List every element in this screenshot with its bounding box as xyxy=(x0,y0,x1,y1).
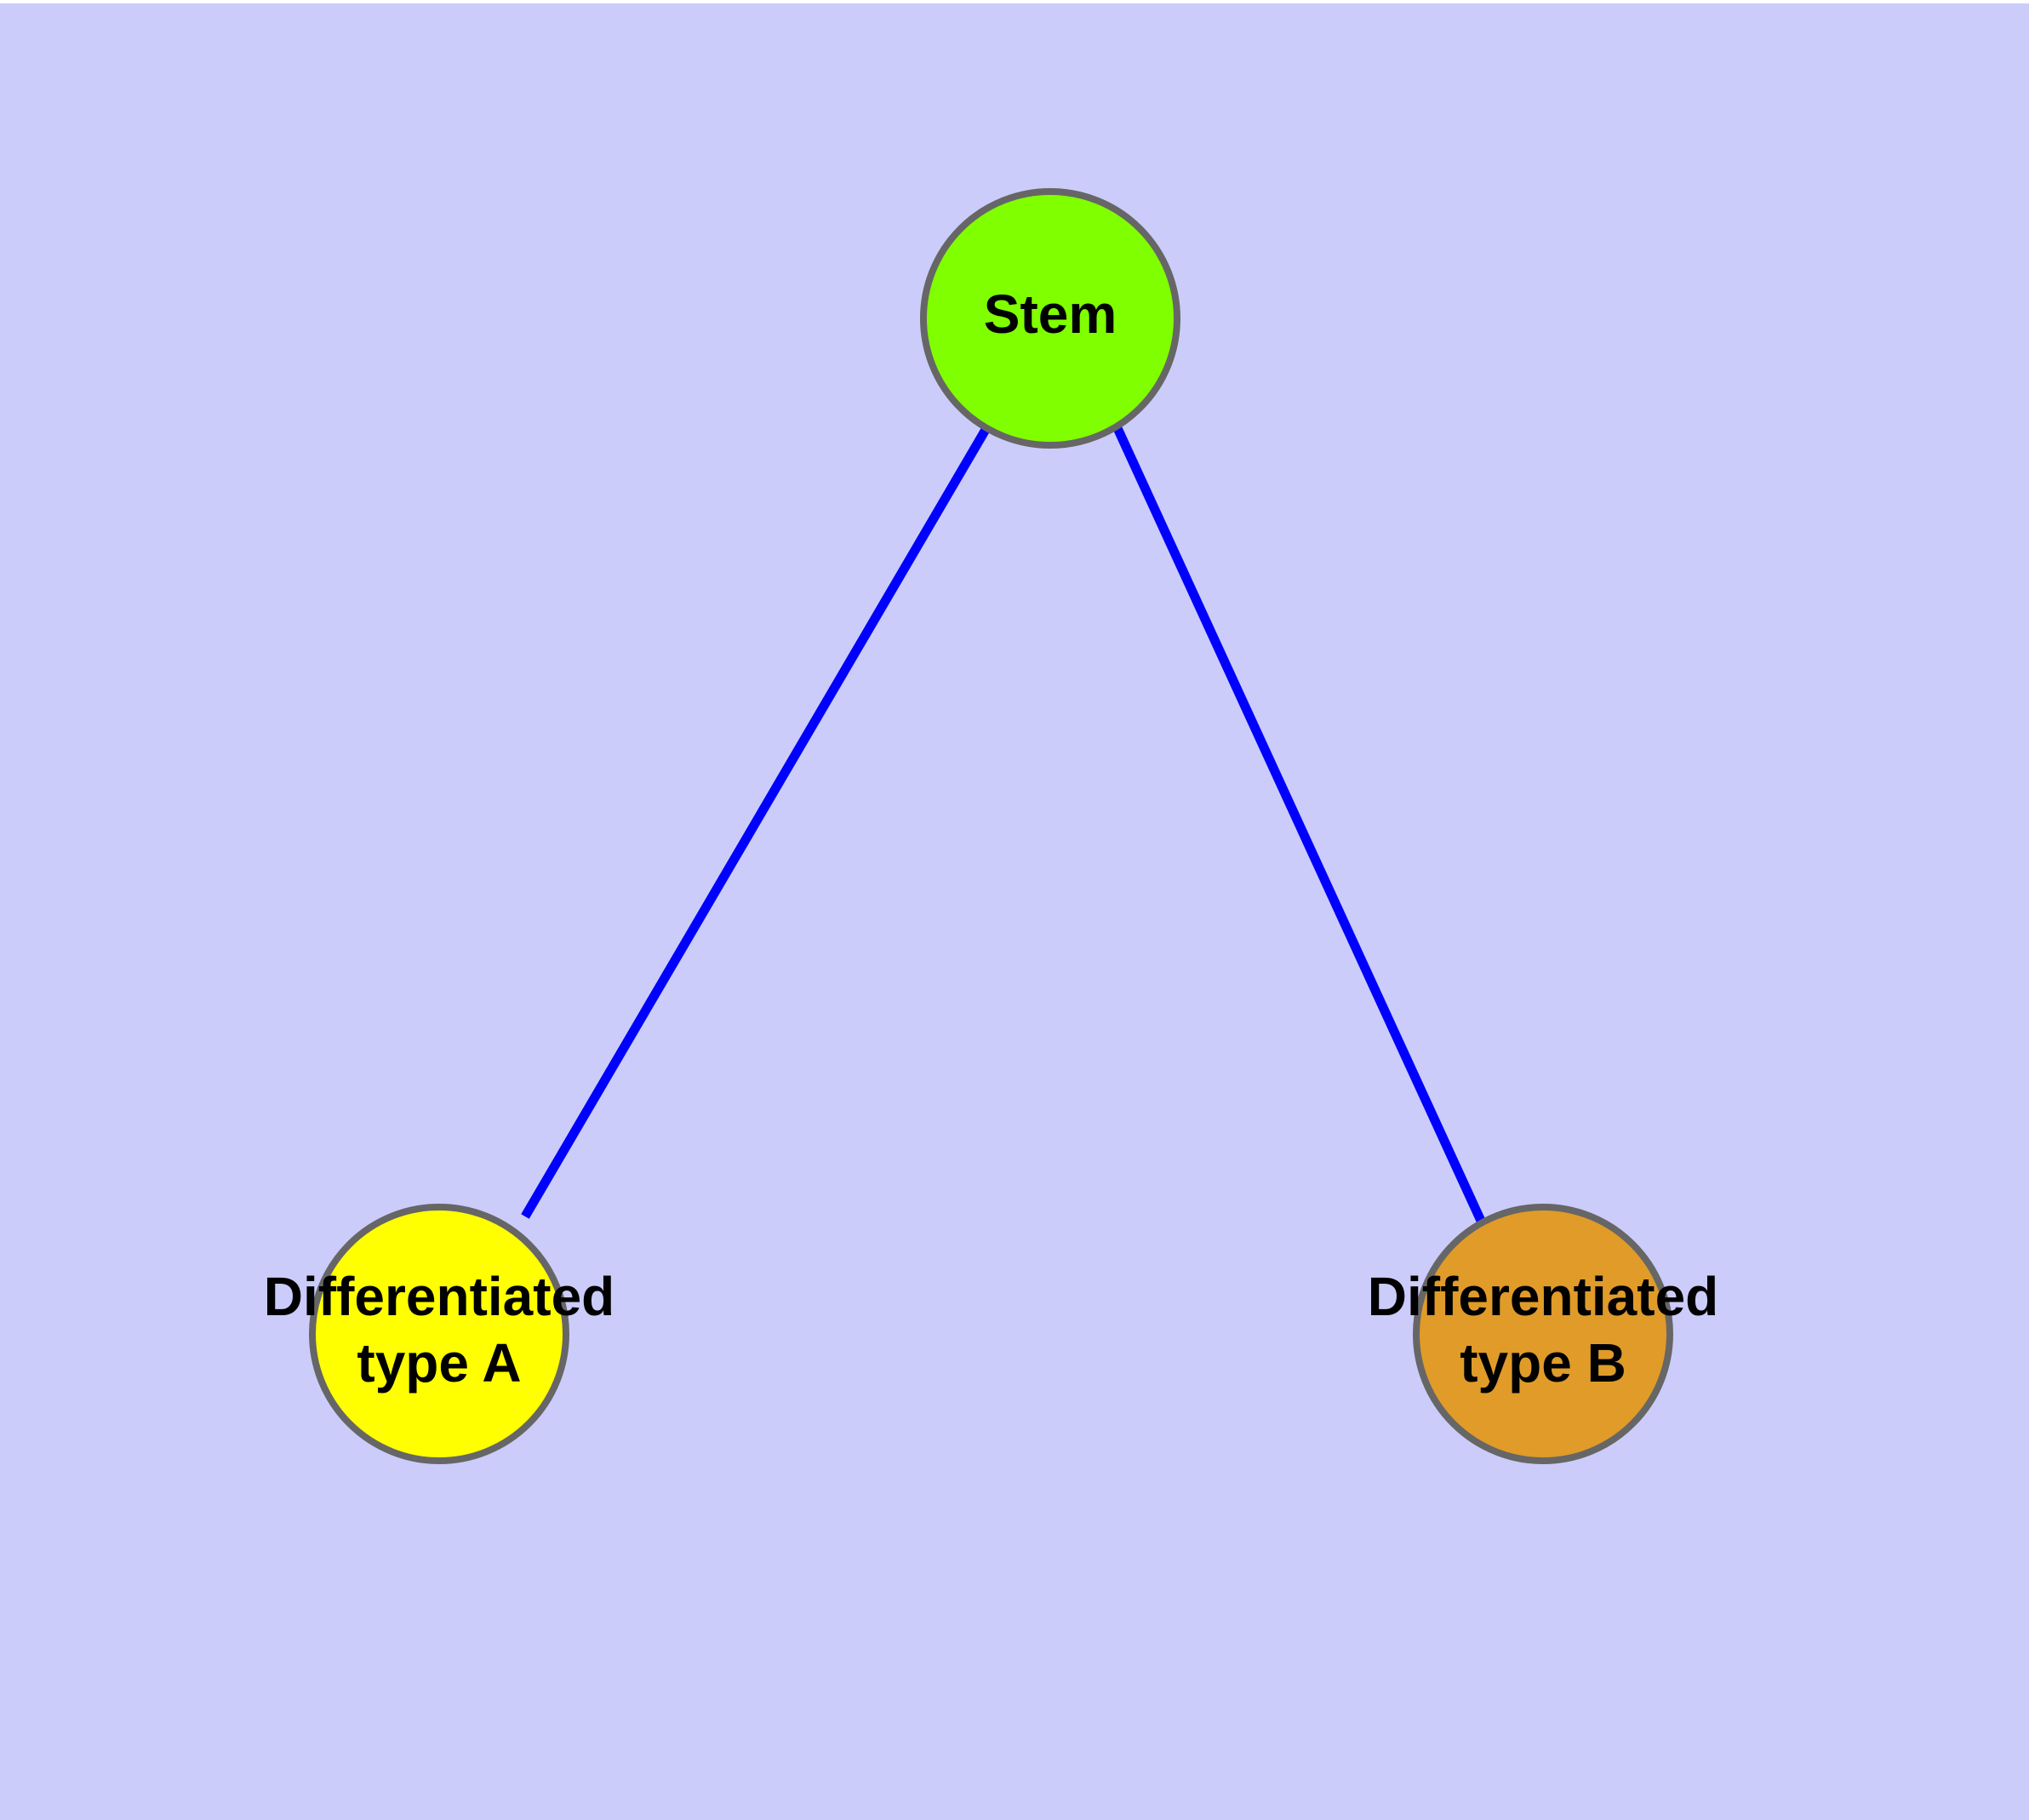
node-differentiated-type-b-circle[interactable] xyxy=(1413,1204,1673,1464)
edge-stem-to-differentiated-type-b[interactable] xyxy=(1113,426,1485,1223)
edge-stem-to-differentiated-type-a[interactable] xyxy=(521,426,991,1219)
node-differentiated-type-a-circle[interactable] xyxy=(309,1204,569,1464)
node-stem-label: Stem xyxy=(984,283,1117,345)
edge-layer xyxy=(521,426,1485,1223)
node-stem-circle[interactable] xyxy=(920,188,1180,449)
node-stem[interactable]: Stem xyxy=(920,188,1180,449)
